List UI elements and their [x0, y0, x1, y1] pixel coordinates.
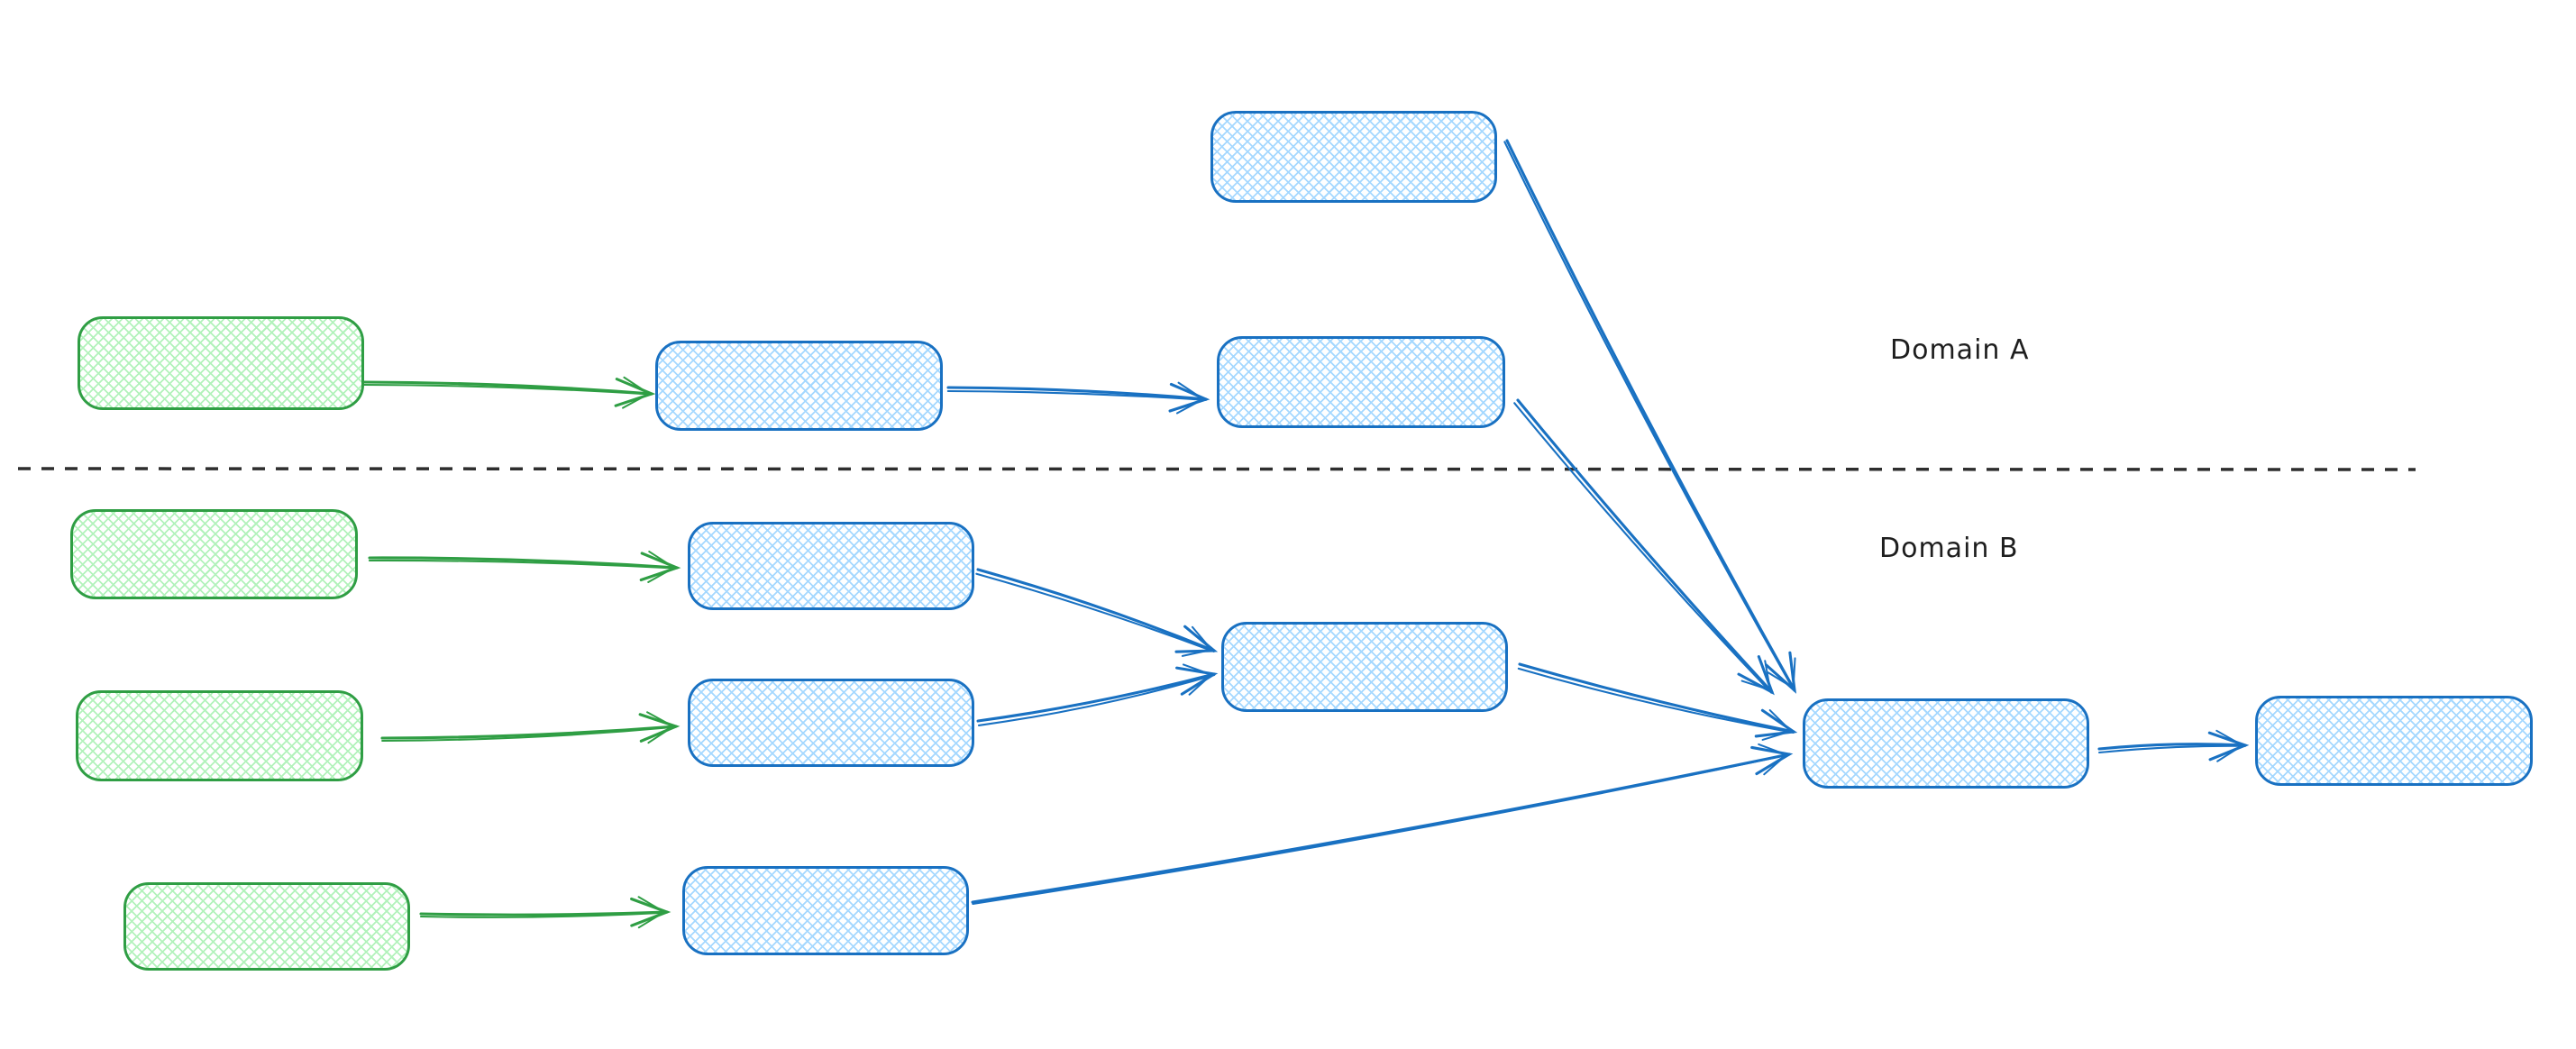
node-r2[interactable]: [2255, 696, 2533, 786]
node-t[interactable]: [1210, 111, 1497, 203]
node-a2[interactable]: [1217, 336, 1505, 428]
node-g1[interactable]: [78, 316, 364, 410]
label-domain-a[interactable]: Domain A: [1890, 334, 2030, 366]
edge-a1-a2[interactable]: [946, 381, 1210, 415]
node-m[interactable]: [1221, 622, 1508, 712]
edge-b1-m[interactable]: [975, 568, 1219, 657]
node-a1[interactable]: [655, 341, 943, 431]
node-g4[interactable]: [123, 882, 410, 971]
edge-r1-r2[interactable]: [2097, 729, 2250, 762]
edge-m-r1[interactable]: [1517, 662, 1798, 741]
node-r1[interactable]: [1803, 698, 2089, 789]
edge-g2-b1[interactable]: [368, 551, 681, 583]
edge-g4-b3[interactable]: [419, 896, 671, 929]
node-b2[interactable]: [688, 679, 974, 767]
label-domain-b[interactable]: Domain B: [1879, 533, 2019, 564]
edge-g1-a1[interactable]: [362, 376, 656, 409]
edge-a2-r1[interactable]: [1513, 398, 1775, 696]
edge-b2-m[interactable]: [976, 663, 1219, 726]
domain-divider-line[interactable]: [17, 467, 2416, 471]
edge-t-r1[interactable]: [1503, 139, 1797, 694]
node-b3[interactable]: [682, 866, 969, 955]
edge-b3-r1[interactable]: [971, 743, 1794, 906]
node-g2[interactable]: [70, 509, 358, 599]
node-g3[interactable]: [76, 690, 363, 781]
node-b1[interactable]: [688, 522, 974, 610]
edge-g3-b2[interactable]: [380, 711, 681, 744]
